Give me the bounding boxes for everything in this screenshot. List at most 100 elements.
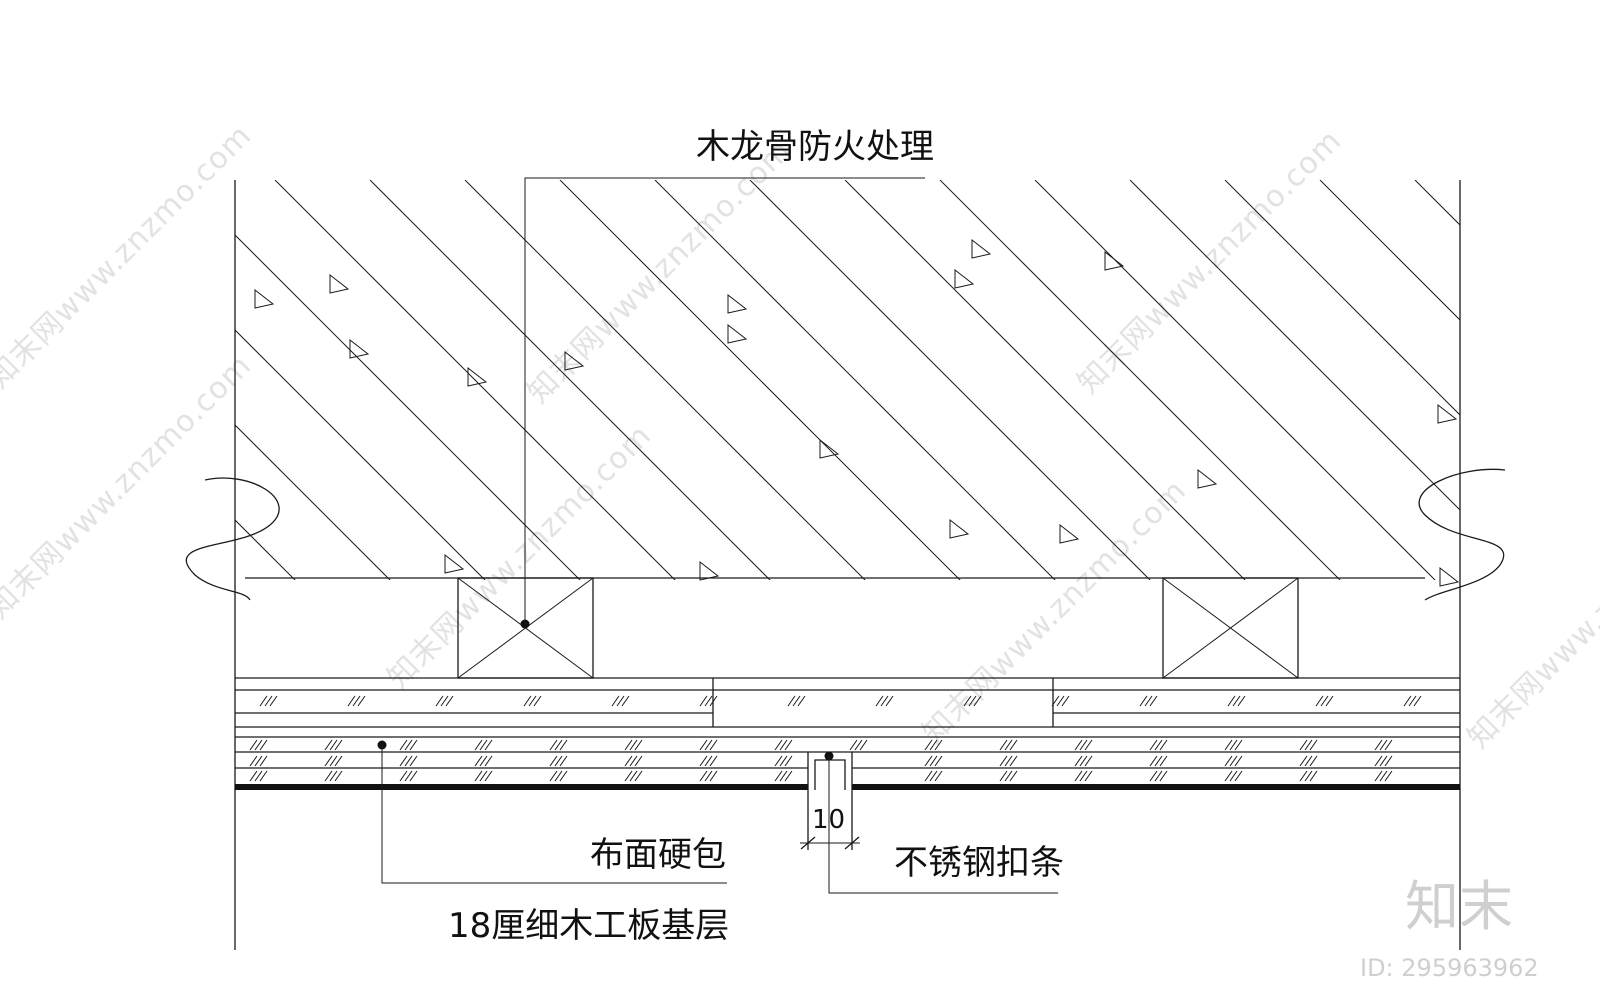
wood-grain-tick xyxy=(259,695,268,707)
aggregate-mark xyxy=(949,518,970,539)
wood-grain-tick xyxy=(1009,755,1018,767)
wood-grain-tick xyxy=(435,695,444,707)
hatch-line xyxy=(235,424,391,580)
wood-grain-tick xyxy=(797,695,806,707)
wood-grain-tick xyxy=(934,770,943,782)
wood-grain-tick xyxy=(1051,695,1060,707)
wood-grain-tick xyxy=(324,739,333,751)
hatch-line xyxy=(559,180,961,580)
hatch-line xyxy=(1129,180,1460,511)
id-watermark: ID: 295963962 xyxy=(1360,954,1539,982)
aggregate-mark xyxy=(254,288,275,309)
wood-grain-tick xyxy=(784,739,793,751)
wood-grain-tick xyxy=(1084,739,1093,751)
wood-grain-tick xyxy=(554,770,563,782)
wood-grain-tick xyxy=(1304,739,1313,751)
fabric-layer xyxy=(235,784,1460,790)
wood-grain-tick xyxy=(1229,739,1238,751)
wood-grain-tick xyxy=(774,739,783,751)
wood-grain-tick xyxy=(934,755,943,767)
wood-grain-tick xyxy=(1374,739,1383,751)
wood-grain-tick xyxy=(709,695,718,707)
wood-grain-tick xyxy=(259,739,268,751)
wood-grain-tick xyxy=(787,695,796,707)
wood-grain-tick xyxy=(973,695,982,707)
wood-grain-tick xyxy=(880,695,889,707)
wood-grain-tick xyxy=(1139,695,1148,707)
wood-grain-tick xyxy=(404,739,413,751)
concrete-wall xyxy=(185,180,1506,950)
wood-grain-tick xyxy=(624,739,633,751)
wood-grain-tick xyxy=(329,770,338,782)
wood-grain-tick xyxy=(699,755,708,767)
wood-grain-tick xyxy=(621,695,630,707)
wood-grain-tick xyxy=(1309,739,1318,751)
wood-grain-tick xyxy=(1149,695,1158,707)
wood-grain-tick xyxy=(324,770,333,782)
wood-grain-tick xyxy=(1384,755,1393,767)
wood-grain-tick xyxy=(792,695,801,707)
wood-grain-tick xyxy=(264,695,273,707)
wood-grain-tick xyxy=(774,755,783,767)
aggregate-mark xyxy=(1439,566,1460,587)
label-fabric: 布面硬包 xyxy=(590,835,726,875)
wood-grain-tick xyxy=(334,770,343,782)
wood-grain-tick xyxy=(1379,739,1388,751)
wood-grain-tick xyxy=(859,739,868,751)
wood-grain-tick xyxy=(1079,770,1088,782)
wood-grain-tick xyxy=(554,755,563,767)
wood-grain-tick xyxy=(329,739,338,751)
wood-grain-tick xyxy=(1374,770,1383,782)
wood-grain-tick xyxy=(1004,755,1013,767)
wood-grain-tick xyxy=(999,770,1008,782)
site-watermark: 知末网www.znzmo.com xyxy=(381,418,659,696)
wood-grain-tick xyxy=(484,739,493,751)
wood-grain-tick xyxy=(704,770,713,782)
wood-grain-tick xyxy=(409,739,418,751)
wood-grain-tick xyxy=(249,739,258,751)
wood-grain-tick xyxy=(445,695,454,707)
logo-watermark: 知末 xyxy=(1405,875,1513,938)
wood-grain-tick xyxy=(924,755,933,767)
wood-grain-tick xyxy=(699,739,708,751)
leader-fabric: 布面硬包 18厘细木工板基层 xyxy=(377,740,729,946)
wood-grain-tick xyxy=(329,755,338,767)
wood-grain-tick xyxy=(1325,695,1334,707)
wood-grain-tick xyxy=(254,755,263,767)
wood-grain-tick xyxy=(474,755,483,767)
wood-grain-tick xyxy=(523,695,532,707)
wood-grain-tick xyxy=(334,755,343,767)
wood-grain-tick xyxy=(634,739,643,751)
wood-grain-tick xyxy=(249,755,258,767)
wood-grain-tick xyxy=(779,739,788,751)
wood-grain-tick xyxy=(554,739,563,751)
wood-grain-tick xyxy=(1384,770,1393,782)
wood-grain-tick xyxy=(929,770,938,782)
hatch-line xyxy=(1414,180,1460,226)
wood-grain-tick xyxy=(1056,695,1065,707)
wood-grain-tick xyxy=(875,695,884,707)
site-watermark: 知末网www.znzmo.com xyxy=(916,473,1194,751)
wood-grain-tick xyxy=(1304,770,1313,782)
wood-grain-tick xyxy=(559,739,568,751)
wood-grain-tick xyxy=(624,770,633,782)
wood-grain-tick xyxy=(999,739,1008,751)
wood-grain-tick xyxy=(1079,755,1088,767)
wood-grain-tick xyxy=(1074,770,1083,782)
aggregate-mark xyxy=(727,323,748,344)
wood-grain-tick xyxy=(629,739,638,751)
label-strip: 不锈钢扣条 xyxy=(894,843,1064,883)
wood-grain-tick xyxy=(1084,770,1093,782)
wood-grain-tick xyxy=(1159,739,1168,751)
wood-grain-tick xyxy=(1149,739,1158,751)
hatch-line xyxy=(235,329,486,580)
wood-grain-tick xyxy=(484,770,493,782)
wood-grain-tick xyxy=(885,695,894,707)
wood-grain-tick xyxy=(347,695,356,707)
break-symbol-right xyxy=(1418,468,1506,601)
hatch-line xyxy=(844,180,1246,580)
wood-grain-tick xyxy=(634,755,643,767)
wood-grain-tick xyxy=(634,770,643,782)
break-symbol-left xyxy=(185,477,280,601)
